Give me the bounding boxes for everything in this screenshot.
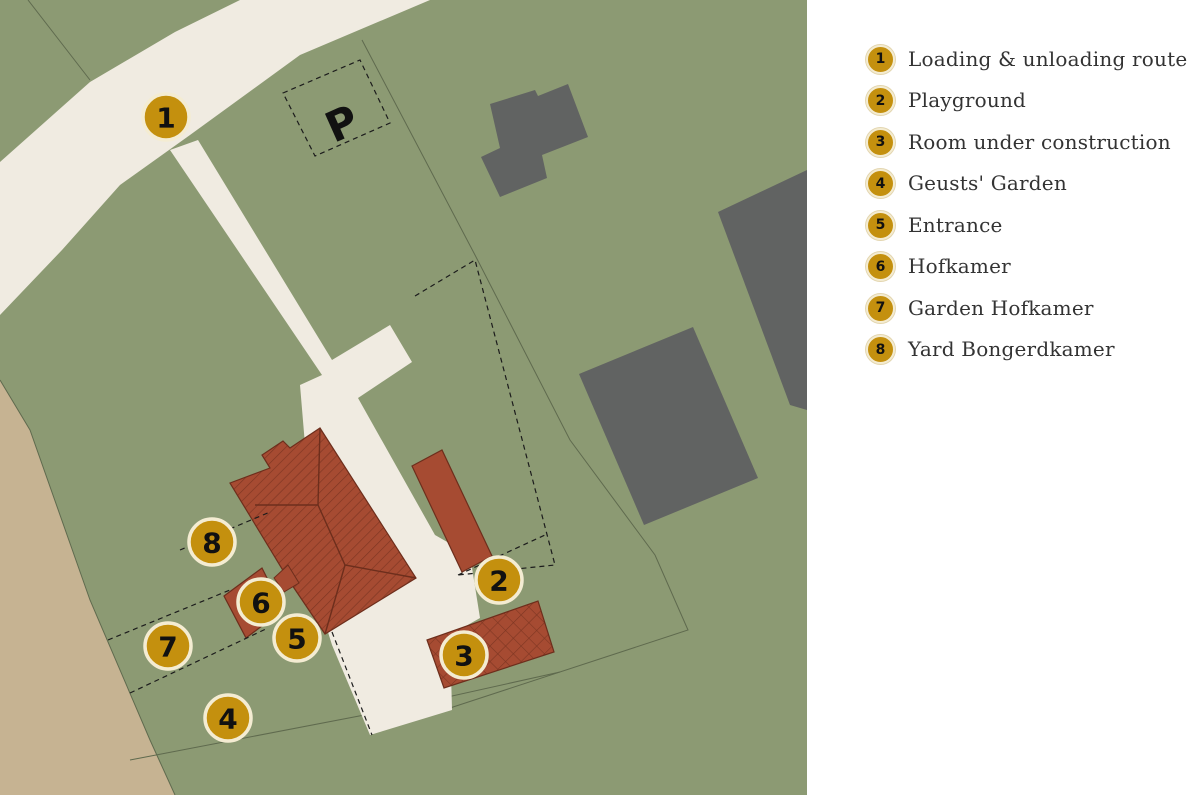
main-house-roof	[229, 427, 417, 635]
legend-badge: 5	[866, 210, 895, 240]
marker-circle	[141, 92, 191, 142]
neighbour-building	[481, 84, 588, 197]
legend-label: Hofkamer	[908, 254, 1011, 278]
roof-ridge	[255, 504, 417, 579]
marker-circle	[143, 621, 193, 671]
marker-circle	[187, 517, 237, 567]
legend-badge: 7	[866, 293, 895, 323]
legend-label: Entrance	[908, 212, 1003, 237]
marker-number: 2	[489, 565, 508, 598]
legend-badge: 8	[866, 335, 895, 364]
marker-entrance[interactable]: 5	[272, 613, 322, 663]
parking-area-outline	[282, 59, 391, 157]
side-annex-roof	[411, 449, 493, 573]
map-legend: 1 Loading & unloading route 2 Playground…	[866, 44, 1196, 376]
marker-garden-hofkamer[interactable]: 7	[143, 621, 193, 671]
legend-label: Geusts' Garden	[908, 171, 1067, 195]
playground-divider	[457, 534, 546, 576]
neighbour-building	[718, 170, 807, 410]
marker-number: 4	[218, 703, 237, 736]
sand-strip	[0, 380, 175, 795]
legend-badge: 3	[866, 127, 895, 157]
main-road	[0, 0, 430, 315]
boundary-line	[27, 0, 91, 81]
legend-item-hofkamer[interactable]: 6 Hofkamer	[866, 252, 1196, 282]
legend-item-playground[interactable]: 2 Playground	[866, 86, 1196, 116]
roof-ridge	[324, 564, 346, 635]
garden-outline	[331, 631, 373, 736]
legend-label: Room under construction	[908, 129, 1171, 154]
legend-badge: 4	[866, 169, 895, 198]
legend-item-yard-bongerdkamer[interactable]: 8 Yard Bongerdkamer	[866, 335, 1196, 365]
marker-playground[interactable]: 2	[474, 555, 524, 605]
legend-item-room-under-construction[interactable]: 3 Room under construction	[866, 127, 1196, 157]
marker-circle	[439, 630, 489, 680]
marker-hofkamer[interactable]: 6	[236, 577, 286, 627]
legend-item-guests-garden[interactable]: 4 Geusts' Garden	[866, 169, 1196, 199]
marker-room-under-construction[interactable]: 3	[439, 630, 489, 680]
legend-item-garden-hofkamer[interactable]: 7 Garden Hofkamer	[866, 293, 1196, 323]
legend-label: Loading & unloading route	[908, 46, 1188, 71]
marker-circle	[236, 577, 286, 627]
legend-badge: 1	[866, 44, 895, 74]
legend-label: Yard Bongerdkamer	[908, 337, 1115, 361]
marker-number: 6	[251, 587, 270, 620]
boundary-line	[361, 39, 689, 709]
garden-outline	[107, 589, 231, 641]
marker-number: 5	[287, 623, 306, 656]
legend-label: Playground	[908, 88, 1027, 112]
neighbour-building	[579, 327, 758, 525]
marker-loading-route[interactable]: 1	[141, 92, 191, 142]
legend-badge: 2	[866, 86, 895, 115]
roof-ridge	[317, 427, 321, 506]
legend-badge: 6	[866, 252, 895, 281]
marker-number: 1	[156, 102, 175, 135]
legend-item-entrance[interactable]: 5 Entrance	[866, 210, 1196, 240]
marker-guests-garden[interactable]: 4	[203, 693, 253, 743]
site-map: P 1 2 3 4 5 6 7	[0, 0, 807, 795]
legend-item-loading-route[interactable]: 1 Loading & unloading route	[866, 44, 1196, 74]
marker-circle	[203, 693, 253, 743]
marker-number: 7	[158, 631, 177, 664]
marker-yard-bongerdkamer[interactable]: 8	[187, 517, 237, 567]
sand-edge-line	[0, 379, 176, 795]
marker-circle	[474, 555, 524, 605]
garden-outline	[129, 627, 269, 694]
marker-circle	[272, 613, 322, 663]
marker-number: 8	[202, 527, 221, 560]
legend-label: Garden Hofkamer	[908, 295, 1094, 320]
marker-number: 3	[454, 640, 473, 673]
